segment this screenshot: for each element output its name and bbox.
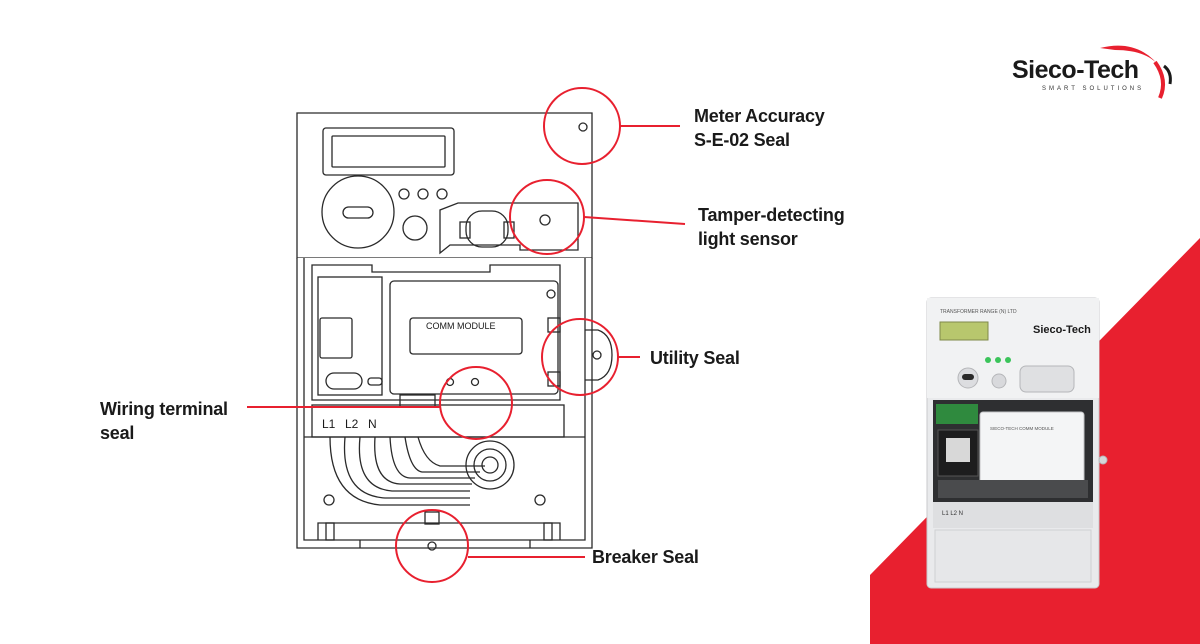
callout-label-wiring-line1: Wiring terminal <box>100 399 228 419</box>
callout-circle-breaker <box>395 509 469 583</box>
meter-photo <box>926 297 1108 589</box>
callout-label-meter-accuracy-line1: Meter Accuracy <box>694 106 825 126</box>
comm-module-label: COMM MODULE <box>426 321 496 331</box>
callout-label-meter-accuracy: Meter Accuracy S-E-02 Seal <box>694 104 825 152</box>
brand-name: Sieco-Tech <box>1012 56 1139 84</box>
callout-label-utility-line1: Utility Seal <box>650 348 740 368</box>
callout-label-breaker: Breaker Seal <box>592 545 699 569</box>
photo-brand-label: Sieco-Tech <box>1033 324 1091 336</box>
brand-logo: Sieco-Tech SMART SOLUTIONS <box>1012 50 1172 100</box>
callout-label-tamper-line1: Tamper-detecting <box>698 205 845 225</box>
photo-terminal-text: L1 L2 N <box>942 511 963 517</box>
callout-label-wiring-line2: seal <box>100 423 135 443</box>
brand-tagline: SMART SOLUTIONS <box>1042 86 1145 92</box>
photo-module-text: SIECO-TECH COMM MODULE <box>990 426 1054 431</box>
terminal-label-l2: L2 <box>345 417 359 431</box>
photo-header-text: TRANSFORMER RANGE (N) LTD <box>940 309 1017 315</box>
callout-markers <box>247 87 686 583</box>
callout-label-tamper-line2: light sensor <box>698 229 798 249</box>
callout-label-wiring: Wiring terminal seal <box>100 397 228 445</box>
terminal-label-l1: L1 <box>322 417 336 431</box>
meter-outline-drawing <box>296 112 613 551</box>
callout-label-tamper: Tamper-detecting light sensor <box>698 203 845 251</box>
logo-swoosh-icon <box>1100 45 1172 99</box>
callout-label-breaker-line1: Breaker Seal <box>592 547 699 567</box>
callout-line-tamper <box>583 216 686 225</box>
callout-label-utility: Utility Seal <box>650 346 740 370</box>
terminal-label-n: N <box>368 417 377 431</box>
callout-label-meter-accuracy-line2: S-E-02 Seal <box>694 130 790 150</box>
callout-circle-wiring <box>439 366 513 440</box>
